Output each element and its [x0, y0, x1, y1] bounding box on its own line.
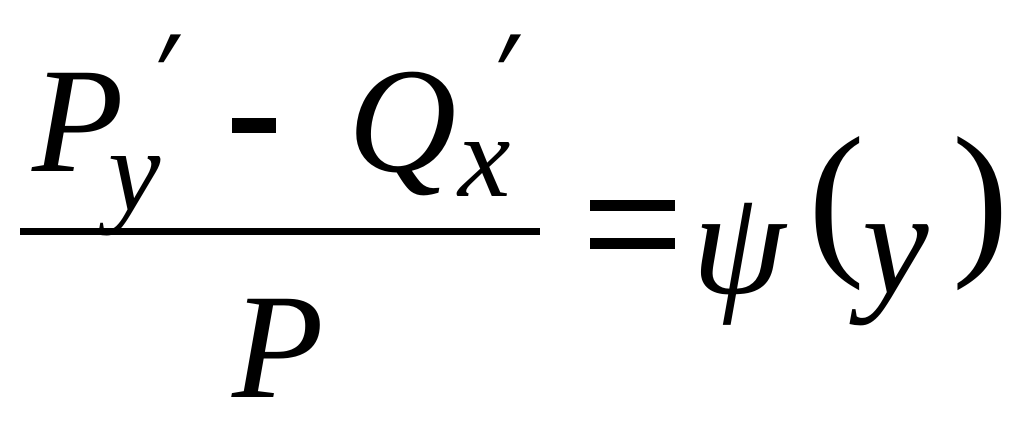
fraction-bar: [20, 228, 540, 235]
denominator: P: [232, 264, 324, 430]
rhs-close-paren: ): [952, 103, 1009, 291]
rhs-open-paren: (: [808, 103, 865, 291]
rhs-function-psi: ψ: [692, 160, 786, 326]
minus-sign: [232, 118, 276, 133]
numerator-term2-subscript: x: [458, 91, 511, 222]
numerator-term1-subscript: y: [108, 105, 161, 236]
numerator-term1-base: P: [32, 38, 124, 204]
math-formula: P ′ y - Q ′ x P = ψ ( y ): [20, 11, 1009, 422]
equals-sign-top: [590, 200, 675, 211]
equals-sign-bottom: [590, 238, 675, 249]
rhs-argument: y: [862, 160, 929, 326]
numerator-term2-base: Q: [348, 38, 457, 204]
